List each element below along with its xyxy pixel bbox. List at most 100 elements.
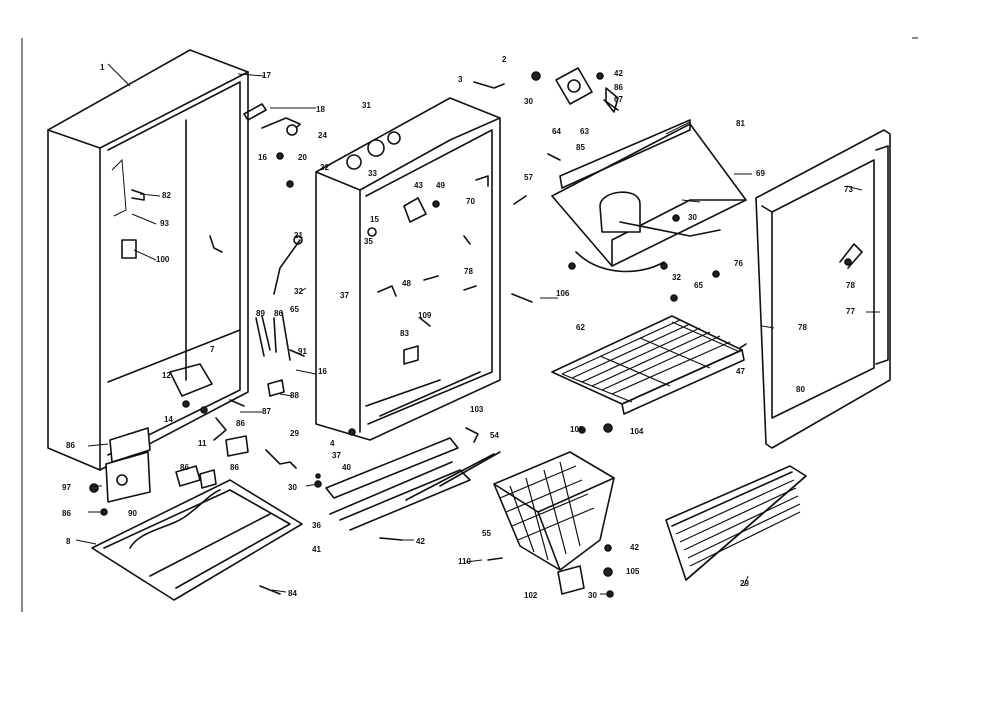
cabinet-liner — [315, 97, 501, 441]
label-79: 78 — [464, 267, 473, 276]
label-88-b: 86 — [66, 441, 75, 450]
fan-motor-assembly — [473, 67, 720, 303]
label-21: 21 — [294, 231, 303, 240]
label-37-a: 37 — [340, 291, 349, 300]
label-33: 33 — [368, 169, 377, 178]
label-14: 14 — [164, 415, 173, 424]
label-84: 84 — [288, 589, 297, 598]
label-11: 11 — [198, 439, 207, 448]
label-103: 103 — [470, 405, 484, 414]
label-36: 36 — [312, 521, 321, 530]
label-86-c: 86 — [230, 463, 239, 472]
label-63: 63 — [580, 127, 589, 136]
label-40: 40 — [342, 463, 351, 472]
label-78-c: 78 — [798, 323, 807, 332]
label-87: 87 — [262, 407, 271, 416]
label-91: 91 — [298, 347, 307, 356]
label-95: 65 — [290, 305, 299, 314]
label-32-c: 32 — [672, 273, 681, 282]
label-1: 1 — [100, 63, 105, 72]
label-81: 81 — [736, 119, 745, 128]
label-32-b: 32 — [320, 163, 329, 172]
label-106: 106 — [556, 289, 570, 298]
label-16: 16 — [258, 153, 267, 162]
top-left-small-parts — [243, 103, 303, 295]
label-35: 35 — [364, 237, 373, 246]
label-100: 100 — [156, 255, 170, 264]
label-42-b: 42 — [614, 69, 623, 78]
label-86-a: 86 — [274, 309, 283, 318]
label-32-a: 32 — [294, 287, 303, 296]
label-86-b: 86 — [236, 419, 245, 428]
label-89: 89 — [256, 309, 265, 318]
label-30-b: 30 — [524, 97, 533, 106]
crop-marks — [21, 37, 918, 612]
label-18: 18 — [316, 105, 325, 114]
label-42-a: 42 — [416, 537, 425, 546]
label-83-a: 83 — [400, 329, 409, 338]
label-65: 65 — [694, 281, 703, 290]
label-31: 31 — [362, 101, 371, 110]
label-43: 43 — [414, 181, 423, 190]
label-93: 93 — [160, 219, 169, 228]
door-gasket-frame — [755, 129, 891, 449]
label-30-c: 30 — [688, 213, 697, 222]
cabinet-base-parts — [105, 311, 305, 503]
label-30-a: 30 — [288, 483, 297, 492]
label-76: 76 — [734, 259, 743, 268]
label-92: 82 — [162, 191, 171, 200]
part-labels: 1 17 18 24 16 20 82 93 100 21 32 89 86 6… — [62, 55, 855, 600]
label-48: 48 — [402, 279, 411, 288]
label-104: 104 — [630, 427, 644, 436]
label-20: 20 — [298, 153, 307, 162]
freezer-basket — [487, 423, 615, 598]
label-73: 73 — [844, 185, 853, 194]
label-85: 85 — [576, 143, 585, 152]
leader-lines — [75, 63, 880, 595]
label-62: 62 — [576, 323, 585, 332]
label-97: 97 — [62, 483, 71, 492]
label-12: 12 — [162, 371, 171, 380]
label-29-a: 29 — [290, 429, 299, 438]
label-2: 2 — [502, 55, 507, 64]
front-grille — [665, 465, 807, 581]
label-17: 17 — [262, 71, 271, 80]
label-110: 110 — [458, 557, 471, 566]
label-55: 55 — [482, 529, 491, 538]
label-80: 80 — [796, 385, 805, 394]
label-77: 77 — [846, 307, 855, 316]
label-42-c: 42 — [630, 543, 639, 552]
label-90: 90 — [128, 509, 137, 518]
label-105: 105 — [626, 567, 640, 576]
label-54: 54 — [490, 431, 499, 440]
label-4: 4 — [330, 439, 335, 448]
label-16-b: 16 — [318, 367, 327, 376]
wire-shelf — [551, 315, 747, 415]
cabinet-outer-shell — [47, 49, 249, 471]
evaporator-assembly — [551, 119, 747, 273]
label-7: 7 — [210, 345, 215, 354]
label-30-d: 30 — [588, 591, 597, 600]
label-29-b: 29 — [740, 579, 749, 588]
label-109: 109 — [418, 311, 432, 320]
lower-center-parts — [265, 427, 501, 541]
label-96: 86 — [62, 509, 71, 518]
label-108: 108 — [570, 425, 584, 434]
label-67: 67 — [614, 95, 623, 104]
label-78-b: 78 — [846, 281, 855, 290]
label-24: 24 — [318, 131, 327, 140]
label-64: 64 — [552, 127, 561, 136]
left-bottom-hardware — [89, 465, 217, 516]
drain-pan — [91, 479, 303, 601]
label-88: 88 — [290, 391, 299, 400]
label-49: 49 — [436, 181, 445, 190]
label-15: 15 — [370, 215, 379, 224]
label-86-d: 86 — [180, 463, 189, 472]
label-57: 57 — [524, 173, 533, 182]
label-69: 69 — [756, 169, 765, 178]
label-41: 41 — [312, 545, 321, 554]
label-86-e: 86 — [614, 83, 623, 92]
label-47: 47 — [736, 367, 745, 376]
label-70: 70 — [466, 197, 475, 206]
